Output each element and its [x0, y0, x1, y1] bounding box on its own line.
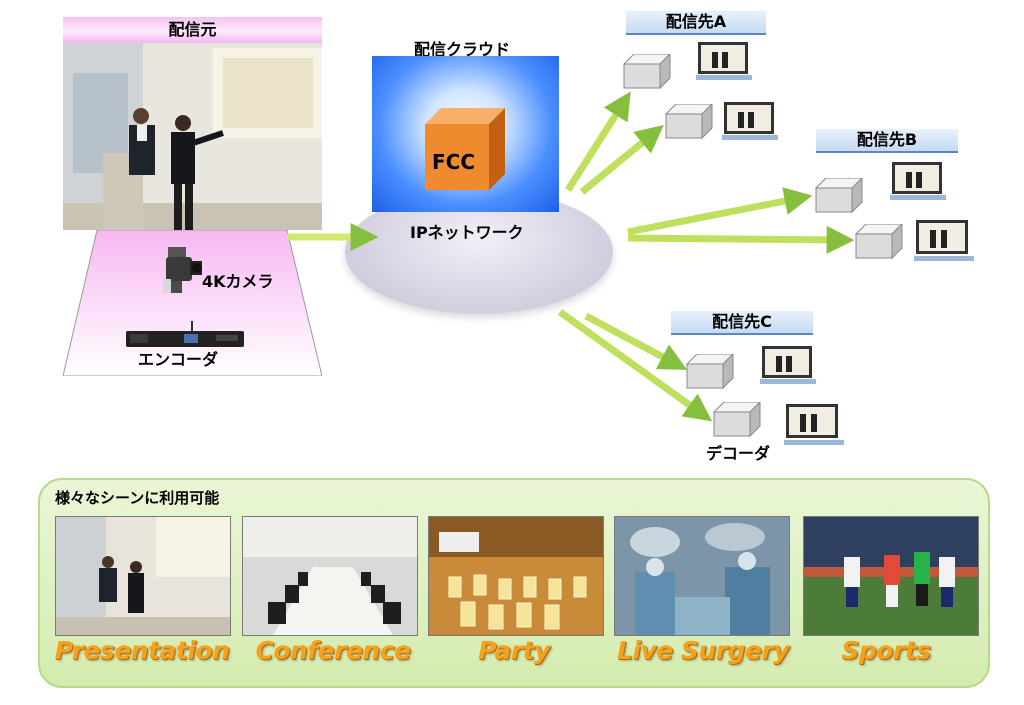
scene-thumb-live-surgery: [614, 516, 790, 636]
monitor-icon: [760, 346, 816, 384]
scene-caption-presentation: Presentation: [54, 636, 230, 665]
scene-thumb-party: [428, 516, 604, 636]
decoder-box-icon: [854, 224, 903, 260]
destination-b-title: 配信先B: [816, 129, 958, 153]
decoder-box-icon: [664, 104, 713, 140]
fcc-label: FCC: [432, 150, 476, 174]
ip-network-label: IPネットワーク: [410, 223, 524, 242]
scene-caption-conference: Conference: [255, 636, 411, 665]
scene-thumb-sports: [803, 516, 979, 636]
scene-panel-title: 様々なシーンに利用可能: [55, 489, 220, 507]
decoder-box-icon: [685, 354, 734, 390]
arrow-to-c1: [584, 312, 688, 370]
camera-icon: [160, 243, 206, 303]
decoder-box-icon: [814, 178, 863, 214]
monitor-icon: [784, 404, 844, 445]
destination-a-title: 配信先A: [626, 11, 766, 35]
monitor-icon: [696, 42, 752, 80]
fcc-cube-icon: [425, 108, 507, 196]
source-title: 配信元: [63, 17, 322, 43]
camera-label: 4Kカメラ: [202, 272, 274, 291]
destination-c-title: 配信先C: [671, 311, 813, 335]
scene-thumb-presentation: [55, 516, 231, 636]
decoder-box-icon: [712, 402, 761, 438]
scene-caption-live-surgery: Live Surgery: [616, 636, 790, 665]
arrow-to-b2: [627, 225, 855, 254]
source-presentation-photo: [63, 43, 322, 230]
decoder-label: デコーダ: [706, 444, 771, 463]
scene-caption-party: Party: [478, 636, 550, 665]
arrow-to-a2: [579, 125, 664, 195]
monitor-icon: [914, 220, 974, 261]
monitor-icon: [722, 102, 778, 140]
cloud-title: 配信クラウド: [414, 40, 511, 59]
arrow-to-b1: [627, 187, 813, 236]
monitor-icon: [890, 162, 946, 200]
scene-caption-sports: Sports: [841, 636, 931, 665]
encoder-label: エンコーダ: [138, 350, 219, 369]
arrow-to-c2: [557, 309, 713, 422]
scene-thumb-conference: [242, 516, 418, 636]
decoder-box-icon: [622, 54, 671, 90]
arrow-to-a1: [565, 91, 631, 192]
encoder-icon: [126, 321, 244, 353]
